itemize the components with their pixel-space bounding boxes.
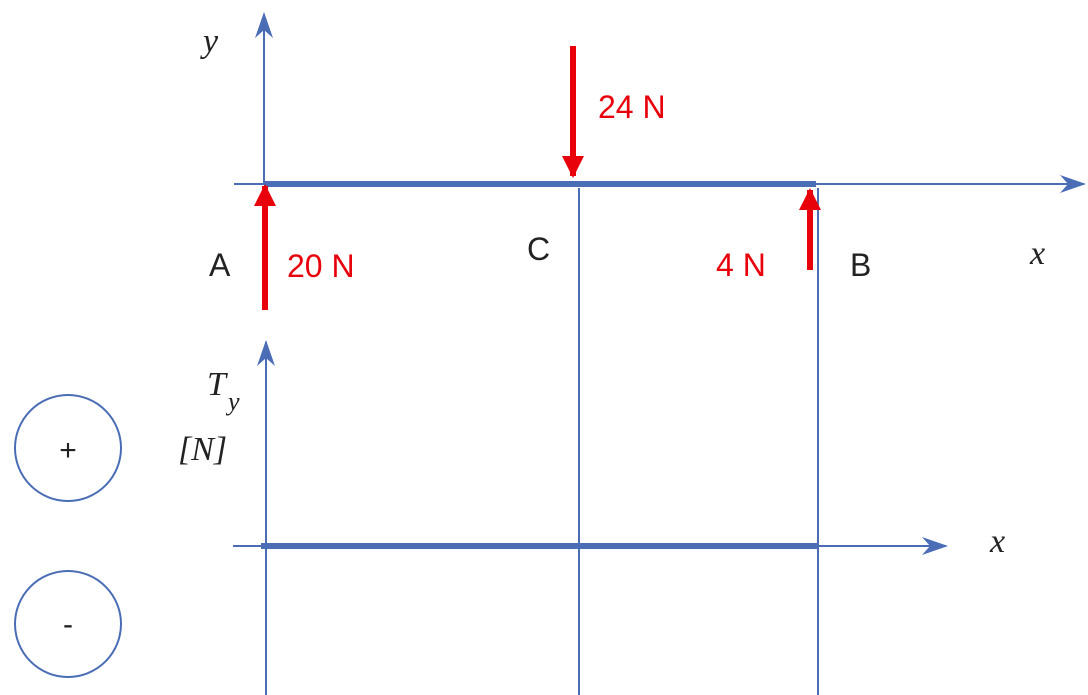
point-c-label: C [527, 231, 550, 267]
beam-y-axis-label: y [200, 23, 219, 60]
shear-y-label-sub: y [225, 387, 240, 416]
beam-x-axis-label: x [1029, 235, 1045, 272]
positive-sign-label: + [59, 434, 77, 467]
force-c-label: 24 N [598, 89, 666, 125]
shear-y-label-unit: [N] [178, 431, 227, 468]
force-b-label: 4 N [716, 247, 766, 283]
negative-sign-label: - [63, 608, 73, 641]
negative-sign-circle [14, 570, 122, 678]
positive-sign-circle [14, 394, 122, 502]
force-a-label: 20 N [287, 248, 355, 284]
point-a-label: A [209, 247, 231, 283]
point-b-label: B [850, 247, 871, 283]
shear-y-label-main: T [207, 366, 228, 403]
shear-x-axis-label: x [989, 523, 1005, 560]
